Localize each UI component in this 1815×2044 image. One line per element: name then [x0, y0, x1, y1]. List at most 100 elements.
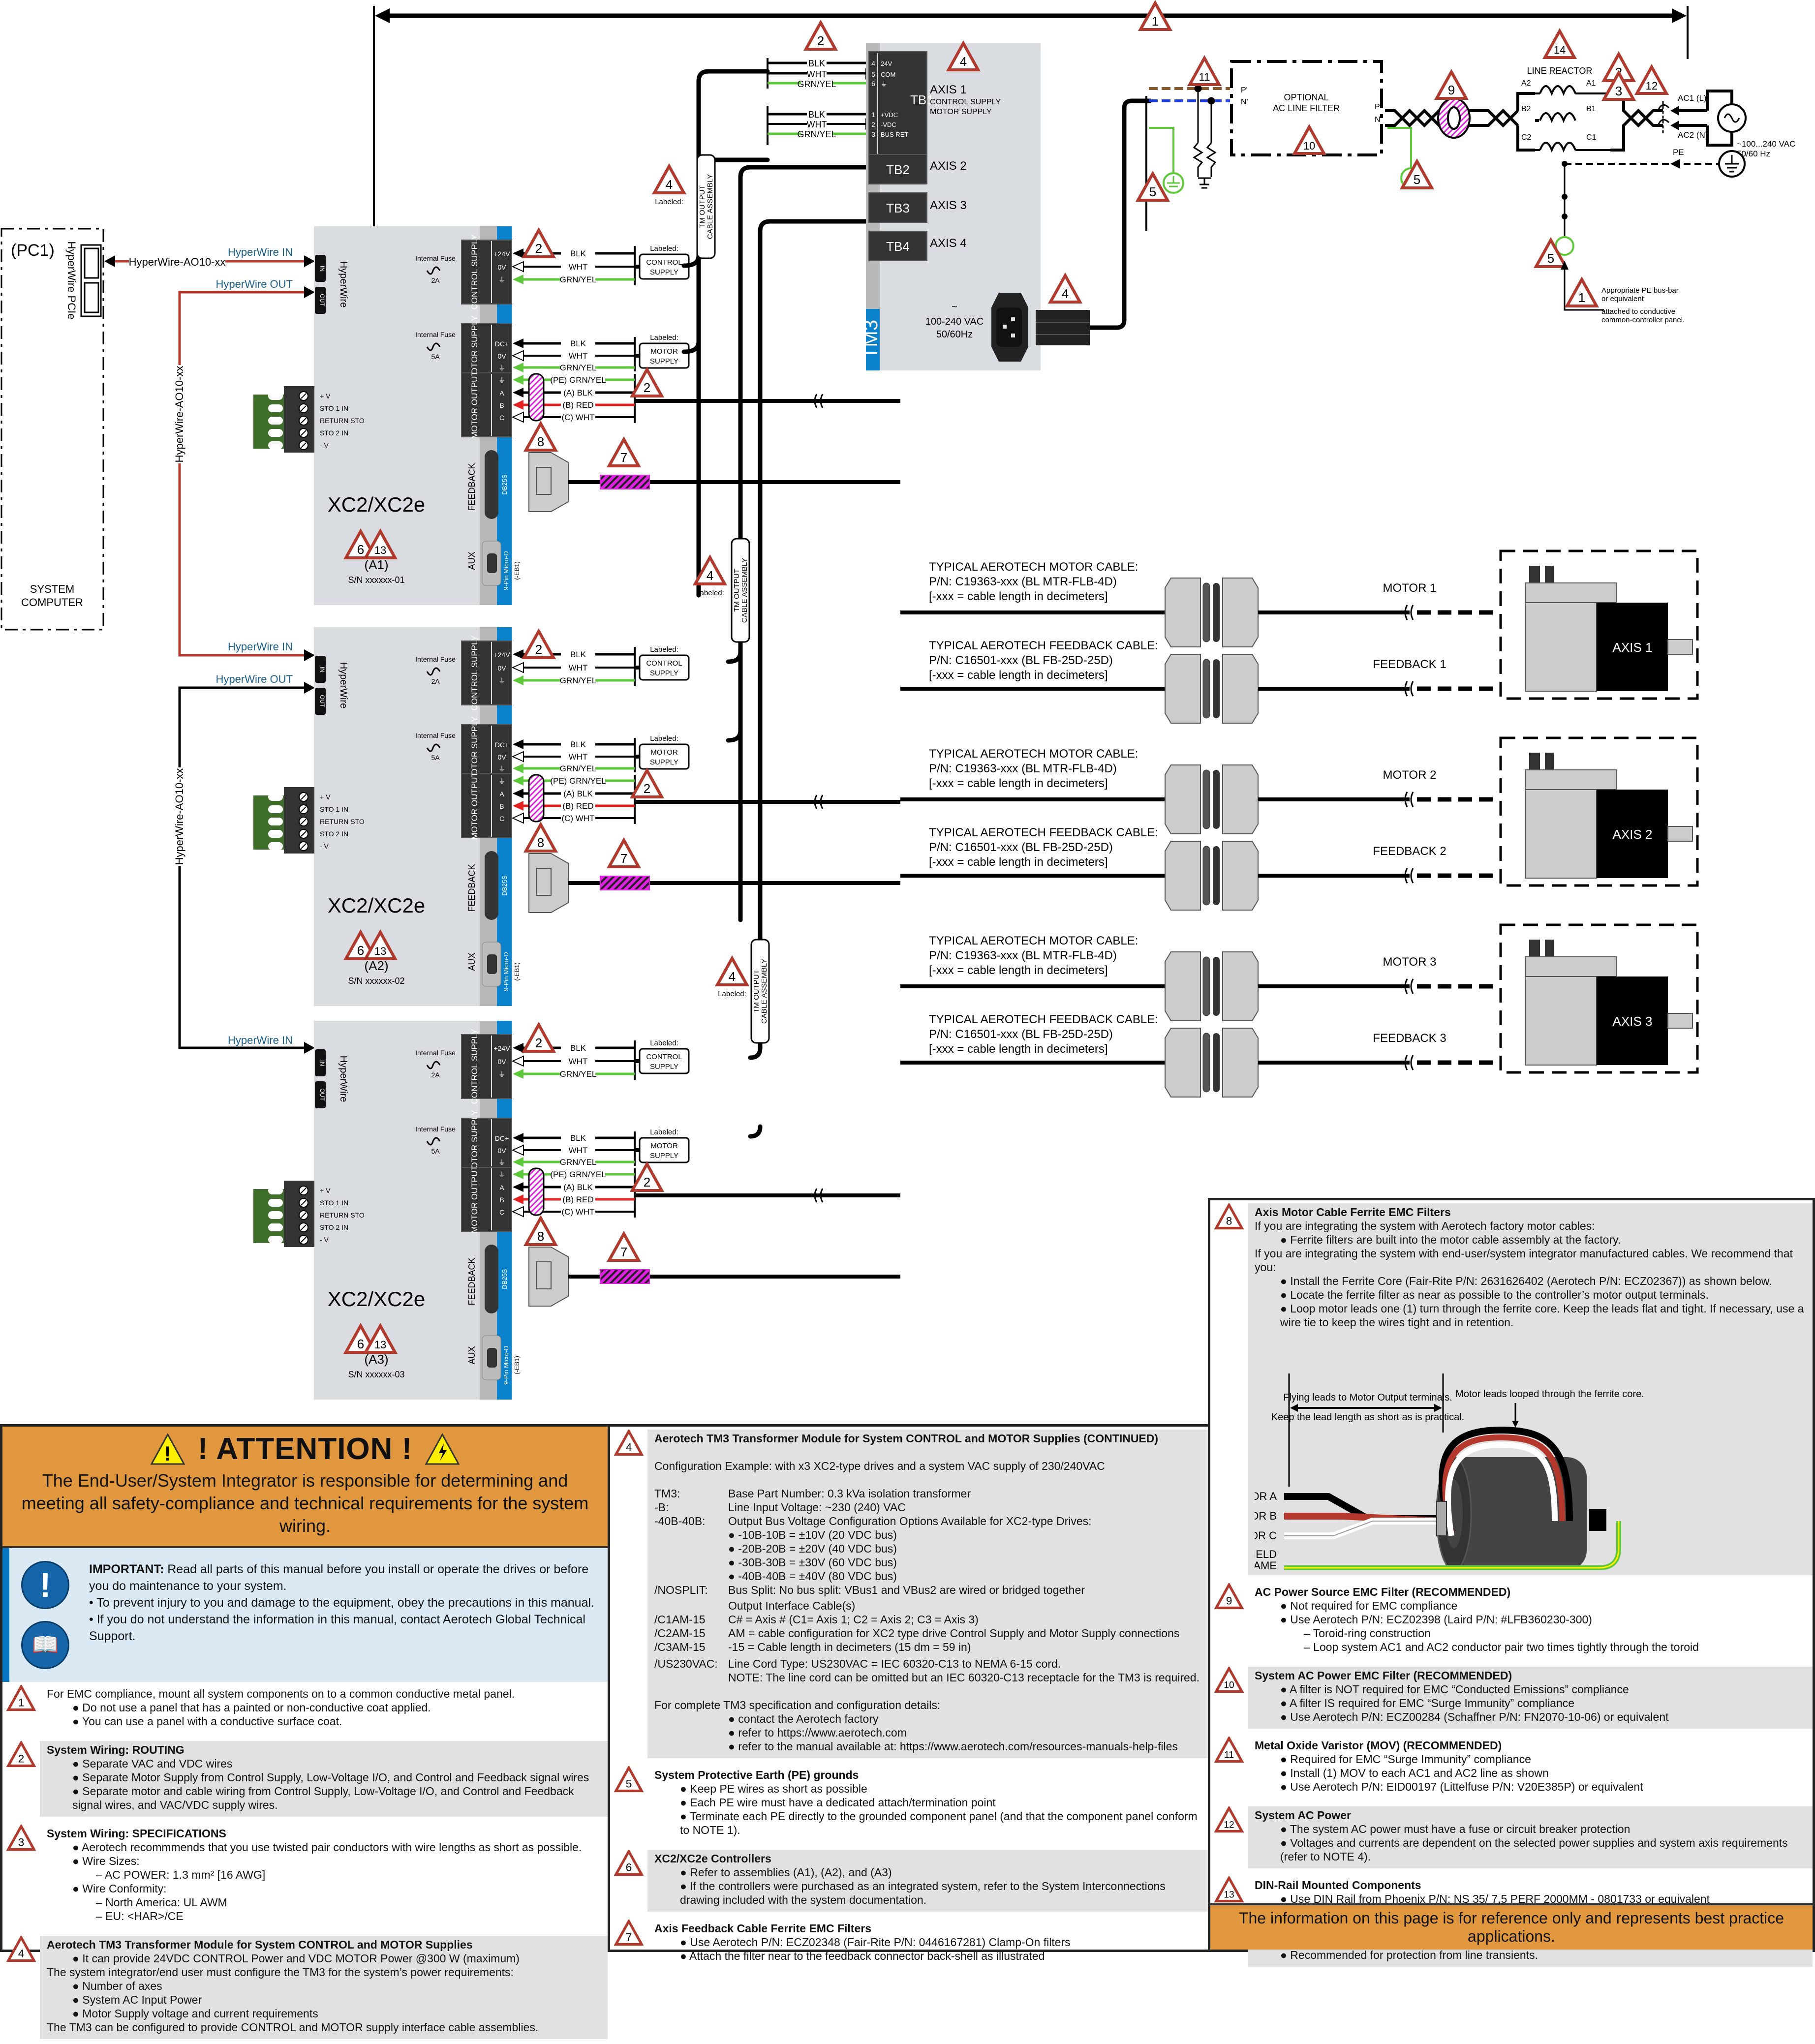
sto-connector[interactable] — [253, 1181, 314, 1247]
note-4-triangle-tag: 4 — [717, 958, 747, 985]
svg-text:2: 2 — [644, 781, 650, 796]
labeled-caption: Labeled: — [655, 198, 683, 206]
important-text: Read all parts of this manual before you… — [89, 1562, 589, 1593]
svg-text:10: 10 — [1224, 1680, 1234, 1691]
note-bullet: Locate the ferrite filter as near as pos… — [1290, 1288, 1709, 1301]
tm-output-cable-tag — [731, 538, 750, 643]
fig-flying-leads: Flying leads to Motor Output terminals. — [1283, 1392, 1452, 1403]
svg-text:14: 14 — [1554, 44, 1566, 56]
tm3-axis1-sub1: CONTROL SUPPLY — [930, 98, 1001, 106]
svg-text:4: 4 — [626, 1441, 632, 1454]
tm3-axis2-label: AXIS 2 — [930, 159, 967, 173]
motor-output-terminal-label: MOTOR OUTPUT — [470, 371, 479, 439]
pc1-label: (PC1) — [11, 241, 55, 260]
detail-bullet: refer to https://www.aerotech.com — [738, 1726, 907, 1739]
terminal-pin-label: DC+ — [495, 1134, 509, 1142]
labeled-caption: Labeled: — [650, 334, 678, 342]
hyperwire-vertical-label: HyperWire — [338, 261, 349, 307]
motor-run-label: MOTOR 2 — [1383, 768, 1437, 782]
note-5-triangle: 5 — [614, 1766, 644, 1793]
terminal-pin-label: DC+ — [495, 741, 509, 749]
svg-text:6: 6 — [357, 1337, 364, 1351]
config-row: /NOSPLIT:Bus Split: No bus split: VBus1 … — [654, 1584, 1085, 1596]
note-6-triangle: 6 — [346, 1326, 375, 1352]
hyperwire-vertical-label: HyperWire — [338, 1056, 349, 1102]
sto-connector[interactable] — [253, 386, 314, 453]
motor-supply-terminal-label: MOTOR SUPPLY — [470, 1110, 479, 1176]
note-2-triangle: 2 — [524, 631, 554, 658]
note-bullet: Required for EMC “Surge Immunity” compli… — [1290, 1753, 1531, 1766]
motor-supply-tag-line1: MOTOR — [650, 748, 678, 757]
read-manual-icon: 📖 — [21, 1621, 69, 1669]
svg-text:1: 1 — [18, 1697, 25, 1709]
feedback-db25-plug — [528, 1247, 569, 1307]
tb2-label: TB2 — [886, 162, 910, 177]
svg-text:4: 4 — [960, 54, 967, 69]
control-supply-tag-line2: SUPPLY — [650, 669, 678, 677]
terminal-pin-label: ⏚ — [498, 1171, 505, 1179]
sto-pin-label: - V — [320, 1236, 329, 1244]
tb1-pin-num: 6 — [871, 80, 875, 88]
ac2-label: AC2 (N) — [1678, 130, 1708, 140]
wire-label-wht: WHT — [569, 752, 588, 762]
note-11-triangle: 11 — [1214, 1737, 1244, 1763]
feedback-ferrite-clamp — [600, 1269, 650, 1284]
note-bullet: Use Aerotech P/N: ECZ02398 (Laird P/N: #… — [1290, 1613, 1592, 1626]
hyperwire-in-port[interactable] — [315, 1049, 326, 1076]
hyperwire-out-port[interactable] — [315, 688, 326, 715]
sto-pin-label: STO 1 IN — [320, 1199, 348, 1207]
tm3-axis1-sub2: MOTOR SUPPLY — [930, 108, 992, 116]
svg-text:5: 5 — [1414, 172, 1420, 187]
bus-option: -40B-40B = ±40V (80 VDC bus) — [738, 1570, 897, 1583]
attention-subtitle: The End-User/System Integrator is respon… — [21, 1470, 589, 1536]
cable-break-icon — [1404, 978, 1414, 994]
wire-label-blk: BLK — [570, 650, 586, 659]
feedback-db25-port[interactable] — [485, 450, 498, 519]
note-title: For EMC compliance, mount all system com… — [47, 1687, 515, 1700]
wire-label-wht: WHT — [569, 1057, 588, 1066]
hyperwire-cable-label: HyperWire-AO10-xx — [129, 256, 226, 268]
note-bullet: Motor Supply voltage and current require… — [82, 2007, 318, 2020]
svg-text:12: 12 — [1646, 80, 1658, 92]
fuse-rating: 5A — [431, 353, 440, 361]
feedback-db25-port[interactable] — [485, 851, 498, 920]
tb1-label: TB1 — [910, 92, 934, 107]
motor-run-label: MOTOR 3 — [1383, 955, 1437, 969]
hyperwire-in-label-a3: HyperWire IN — [228, 1034, 293, 1046]
motor-cable-length: [-xxx = cable length in decimeters] — [929, 590, 1108, 603]
svg-text:13: 13 — [374, 1339, 386, 1351]
note-sub: – Loop system AC1 and AC2 conductor pair… — [1304, 1641, 1699, 1653]
aux-port-label: AUX — [467, 952, 477, 971]
terminal-pin-label: ⏚ — [498, 1070, 505, 1078]
sto-connector[interactable] — [253, 787, 314, 854]
reactor-a1: A1 — [1586, 79, 1596, 88]
reactor-c2: C2 — [1521, 133, 1532, 142]
reactor-c1: C1 — [1586, 133, 1597, 142]
svg-text:TM OUTPUT: TM OUTPUT — [752, 970, 761, 1013]
fuse-icon — [426, 667, 441, 676]
wire-label-a-blk: (A) BLK — [563, 789, 593, 798]
hyperwire-in-port[interactable] — [315, 656, 326, 683]
note-bullet: Install (1) MOV to each AC1 and AC2 line… — [1290, 1767, 1549, 1779]
svg-text:9: 9 — [1448, 83, 1455, 97]
hyperwire-out-port[interactable] — [315, 1081, 326, 1108]
motor-supply-terminal-label: MOTOR SUPPLY — [470, 315, 479, 381]
tm3-ac-freq: 50/60Hz — [936, 329, 973, 340]
wire-label-b-red: (B) RED — [562, 1195, 593, 1204]
wire-label-c-wht: (C) WHT — [561, 814, 594, 823]
tm3-axis3-label: AXIS 3 — [930, 199, 967, 212]
sto-pin-label: RETURN STO — [320, 818, 365, 825]
terminal-pin-label: ⏚ — [498, 376, 505, 384]
note-2-triangle: 2 — [632, 369, 662, 396]
feedback-db25-port[interactable] — [485, 1245, 498, 1313]
filter-n: N — [1375, 116, 1381, 124]
controller-model: XC2/XC2e — [328, 493, 425, 516]
control-supply-terminal-label: CONTROL SUPPLY — [470, 234, 479, 309]
pcie-card-label: HyperWire PCIe — [65, 242, 78, 320]
svg-text:3: 3 — [1615, 84, 1622, 98]
tb1-wire-grn-2: GRN/YEL — [797, 129, 836, 139]
hyperwire-in-port[interactable] — [315, 255, 326, 282]
hyperwire-out-port[interactable] — [315, 287, 326, 314]
